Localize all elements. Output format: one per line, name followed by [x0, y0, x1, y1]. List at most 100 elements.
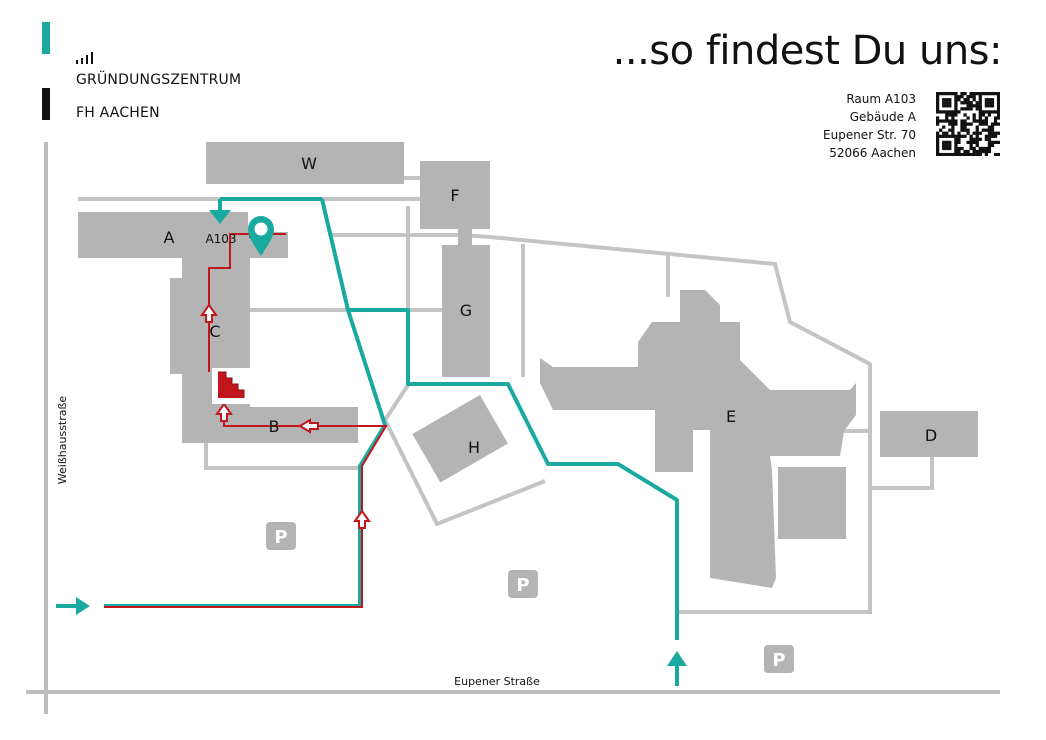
- qr-module: [972, 131, 976, 135]
- qr-module: [990, 128, 995, 132]
- qr-module: [936, 101, 940, 105]
- qr-module: [990, 101, 995, 105]
- qr-module: [945, 104, 949, 108]
- qr-module: [981, 110, 985, 114]
- qr-module: [984, 149, 989, 154]
- qr-module: [969, 137, 973, 141]
- qr-module: [945, 131, 949, 135]
- qr-module: [954, 134, 958, 138]
- qr-module: [939, 152, 943, 156]
- qr-module: [969, 95, 973, 99]
- qr-module: [978, 137, 982, 141]
- qr-module: [942, 125, 946, 129]
- qr-module: [966, 128, 970, 132]
- qr-module: [954, 92, 958, 96]
- qr-module: [942, 119, 946, 123]
- address-block: Raum A103 Gebäude A Eupener Str. 70 5206…: [823, 90, 916, 162]
- qr-module: [966, 95, 970, 99]
- qr-module: [981, 119, 985, 123]
- qr-module: [939, 92, 943, 96]
- qr-module: [948, 134, 952, 138]
- qr-module: [978, 101, 982, 105]
- qr-module: [975, 92, 979, 96]
- building-label-b: B: [269, 417, 280, 436]
- qr-module: [981, 149, 985, 154]
- qr-module: [960, 92, 964, 96]
- qr-code[interactable]: [936, 92, 1000, 156]
- qr-module: [951, 92, 955, 96]
- qr-module: [948, 92, 952, 96]
- qr-module: [969, 122, 973, 126]
- qr-module: [993, 131, 998, 135]
- qr-module: [957, 149, 961, 154]
- qr-module: [984, 137, 989, 141]
- qr-module: [990, 125, 995, 129]
- qr-module: [963, 134, 967, 138]
- qr-module: [942, 131, 946, 135]
- qr-module: [936, 122, 940, 126]
- qr-module: [972, 146, 976, 151]
- qr-module: [951, 116, 955, 120]
- qr-module: [939, 119, 943, 123]
- qr-module: [966, 116, 970, 120]
- qr-module: [993, 134, 998, 138]
- qr-module: [936, 95, 940, 99]
- qr-module: [945, 134, 949, 138]
- qr-module: [942, 146, 946, 151]
- red-arrow-up-icon: [353, 509, 371, 529]
- qr-module: [969, 107, 973, 111]
- qr-module: [987, 110, 992, 114]
- qr-module: [978, 146, 982, 151]
- qr-module: [969, 152, 973, 156]
- qr-module: [945, 119, 949, 123]
- qr-module: [996, 122, 1000, 126]
- qr-module: [993, 116, 998, 120]
- qr-module: [978, 113, 982, 117]
- qr-module: [960, 146, 964, 151]
- qr-module: [996, 104, 1000, 108]
- qr-module: [987, 92, 992, 96]
- qr-module: [942, 134, 946, 138]
- qr-module: [975, 140, 979, 145]
- building-w: [206, 142, 404, 184]
- qr-module: [954, 110, 958, 114]
- building-label-w: W: [301, 154, 317, 173]
- qr-module: [954, 137, 958, 141]
- logo-bars-icon: [76, 52, 93, 64]
- qr-module: [960, 101, 964, 105]
- building-label-a: A: [164, 228, 175, 247]
- qr-module: [996, 152, 1000, 156]
- qr-module: [990, 143, 995, 148]
- qr-module: [957, 134, 961, 138]
- building-label-e: E: [726, 407, 736, 426]
- qr-module: [972, 116, 976, 120]
- location-pin-icon[interactable]: [248, 216, 274, 256]
- qr-module: [975, 137, 979, 141]
- qr-module: [978, 92, 982, 96]
- qr-module: [936, 119, 940, 123]
- qr-module: [972, 95, 976, 99]
- qr-module: [993, 119, 998, 123]
- qr-module: [963, 128, 967, 132]
- qr-module: [975, 104, 979, 108]
- building-label-d: D: [925, 426, 937, 445]
- building-g-connector: [458, 229, 472, 245]
- route-teal: [104, 197, 679, 640]
- qr-module: [963, 113, 967, 117]
- qr-module: [966, 104, 970, 108]
- qr-module: [936, 134, 940, 138]
- qr-module: [972, 98, 976, 102]
- parking-sign-3: P: [764, 645, 794, 673]
- qr-module: [996, 113, 1000, 117]
- qr-module: [990, 98, 995, 102]
- qr-module: [936, 140, 940, 145]
- qr-module: [987, 134, 992, 138]
- qr-module: [963, 101, 967, 105]
- qr-module: [936, 107, 940, 111]
- red-arrow-left-icon: [298, 418, 319, 434]
- parking-label: P: [772, 650, 785, 671]
- qr-module: [984, 152, 989, 156]
- qr-module: [936, 110, 940, 114]
- qr-module: [972, 149, 976, 154]
- building-e-block2: [778, 467, 846, 539]
